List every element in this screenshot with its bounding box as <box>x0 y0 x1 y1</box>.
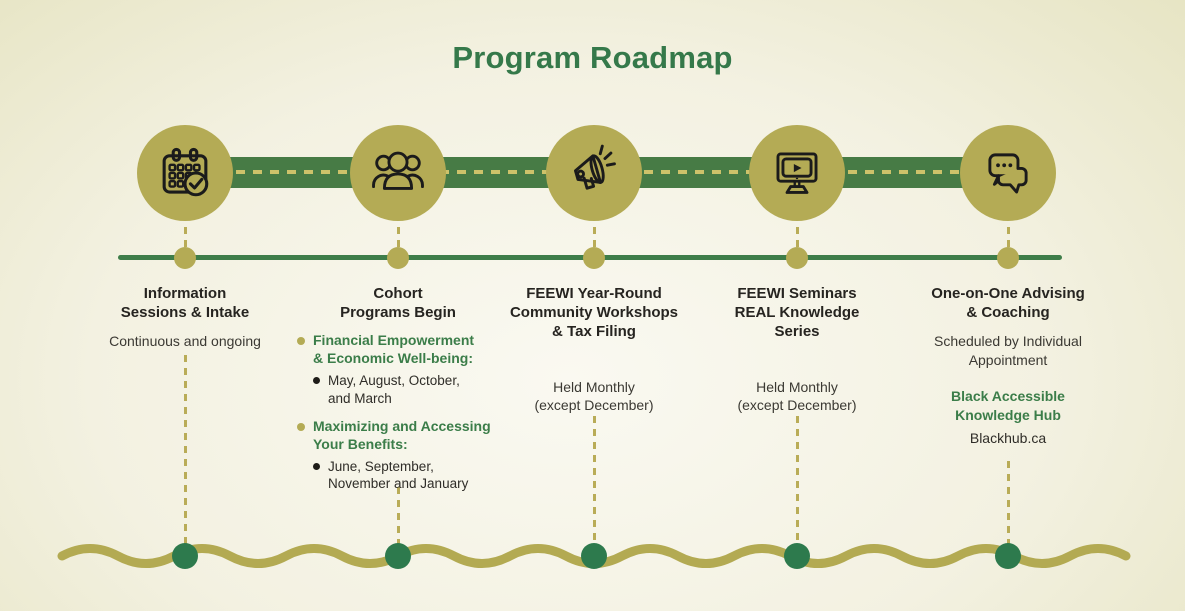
column-drop-dash-3 <box>593 416 596 545</box>
wave-dot-4 <box>784 543 810 569</box>
timeline-dot-5 <box>997 247 1019 269</box>
column-body: Scheduled by Individual Appointment <box>934 333 1082 368</box>
black-bullet-icon <box>313 462 320 470</box>
wave-dot-2 <box>385 543 411 569</box>
olive-bullet-icon <box>297 337 305 346</box>
black-bullet-icon <box>313 377 320 385</box>
column-information-sessions: Information Sessions & Intake Continuous… <box>70 284 300 351</box>
stage-circle-cohort <box>350 125 446 221</box>
bullet-months: May, August, October, and March <box>328 373 460 406</box>
column-advising-coaching: One-on-One Advising & Coaching Scheduled… <box>893 284 1123 446</box>
video-monitor-icon <box>768 144 826 202</box>
wave-dot-1 <box>172 543 198 569</box>
wave-dot-3 <box>581 543 607 569</box>
column-title: FEEWI Seminars REAL Knowledge Series <box>734 285 860 341</box>
people-group-icon <box>369 144 427 202</box>
knowledge-hub-label: Black Accessible Knowledge Hub <box>951 388 1065 423</box>
timeline-dot-3 <box>583 247 605 269</box>
olive-bullet-icon <box>297 422 305 431</box>
circle-connector-dash-5 <box>1007 227 1010 250</box>
timeline-dot-4 <box>786 247 808 269</box>
bullet-group-benefits: Maximizing and Accessing Your Benefits: … <box>297 418 513 493</box>
calendar-check-icon <box>156 144 214 202</box>
column-drop-dash-5 <box>1007 461 1010 545</box>
column-title: FEEWI Year-Round Community Workshops & T… <box>509 285 679 341</box>
column-title: Information Sessions & Intake <box>120 285 250 322</box>
stage-circle-workshops <box>546 125 642 221</box>
column-drop-dash-2 <box>397 487 400 545</box>
column-cohort-programs: Cohort Programs Begin Financial Empowerm… <box>283 284 513 503</box>
stage-circle-advising <box>960 125 1056 221</box>
wave-dot-5 <box>995 543 1021 569</box>
megaphone-icon <box>565 144 623 202</box>
stage-circle-seminars <box>749 125 845 221</box>
circle-connector-dash-4 <box>796 227 799 250</box>
timeline-dot-2 <box>387 247 409 269</box>
bullet-months: June, September, November and January <box>328 458 469 492</box>
column-body: Held Monthly (except December) <box>534 378 654 414</box>
bullet-label: Financial Empowerment & Economic Well-be… <box>313 332 475 367</box>
circle-connector-dash-3 <box>593 227 596 250</box>
column-title: One-on-One Advising & Coaching <box>931 285 1085 322</box>
cohort-bullet-list: Financial Empowerment & Economic Well-be… <box>283 332 513 493</box>
stage-circle-information <box>137 125 233 221</box>
column-title: Cohort Programs Begin <box>340 285 456 322</box>
bullet-label: Maximizing and Accessing Your Benefits: <box>313 417 491 452</box>
page-title: Program Roadmap <box>452 40 733 75</box>
chat-bubbles-icon <box>979 144 1037 202</box>
timeline-dot-1 <box>174 247 196 269</box>
column-drop-dash-1 <box>184 355 187 545</box>
column-drop-dash-4 <box>796 416 799 545</box>
circle-connector-dash-1 <box>184 227 187 250</box>
bullet-group-feewb: Financial Empowerment & Economic Well-be… <box>297 332 513 407</box>
column-body: Continuous and ongoing <box>109 333 261 350</box>
blackhub-link[interactable]: Blackhub.ca <box>969 429 1047 446</box>
column-community-workshops: FEEWI Year-Round Community Workshops & T… <box>479 284 709 415</box>
column-body: Held Monthly (except December) <box>737 378 857 414</box>
column-seminars: FEEWI Seminars REAL Knowledge Series Hel… <box>682 284 912 415</box>
circle-connector-dash-2 <box>397 227 400 250</box>
